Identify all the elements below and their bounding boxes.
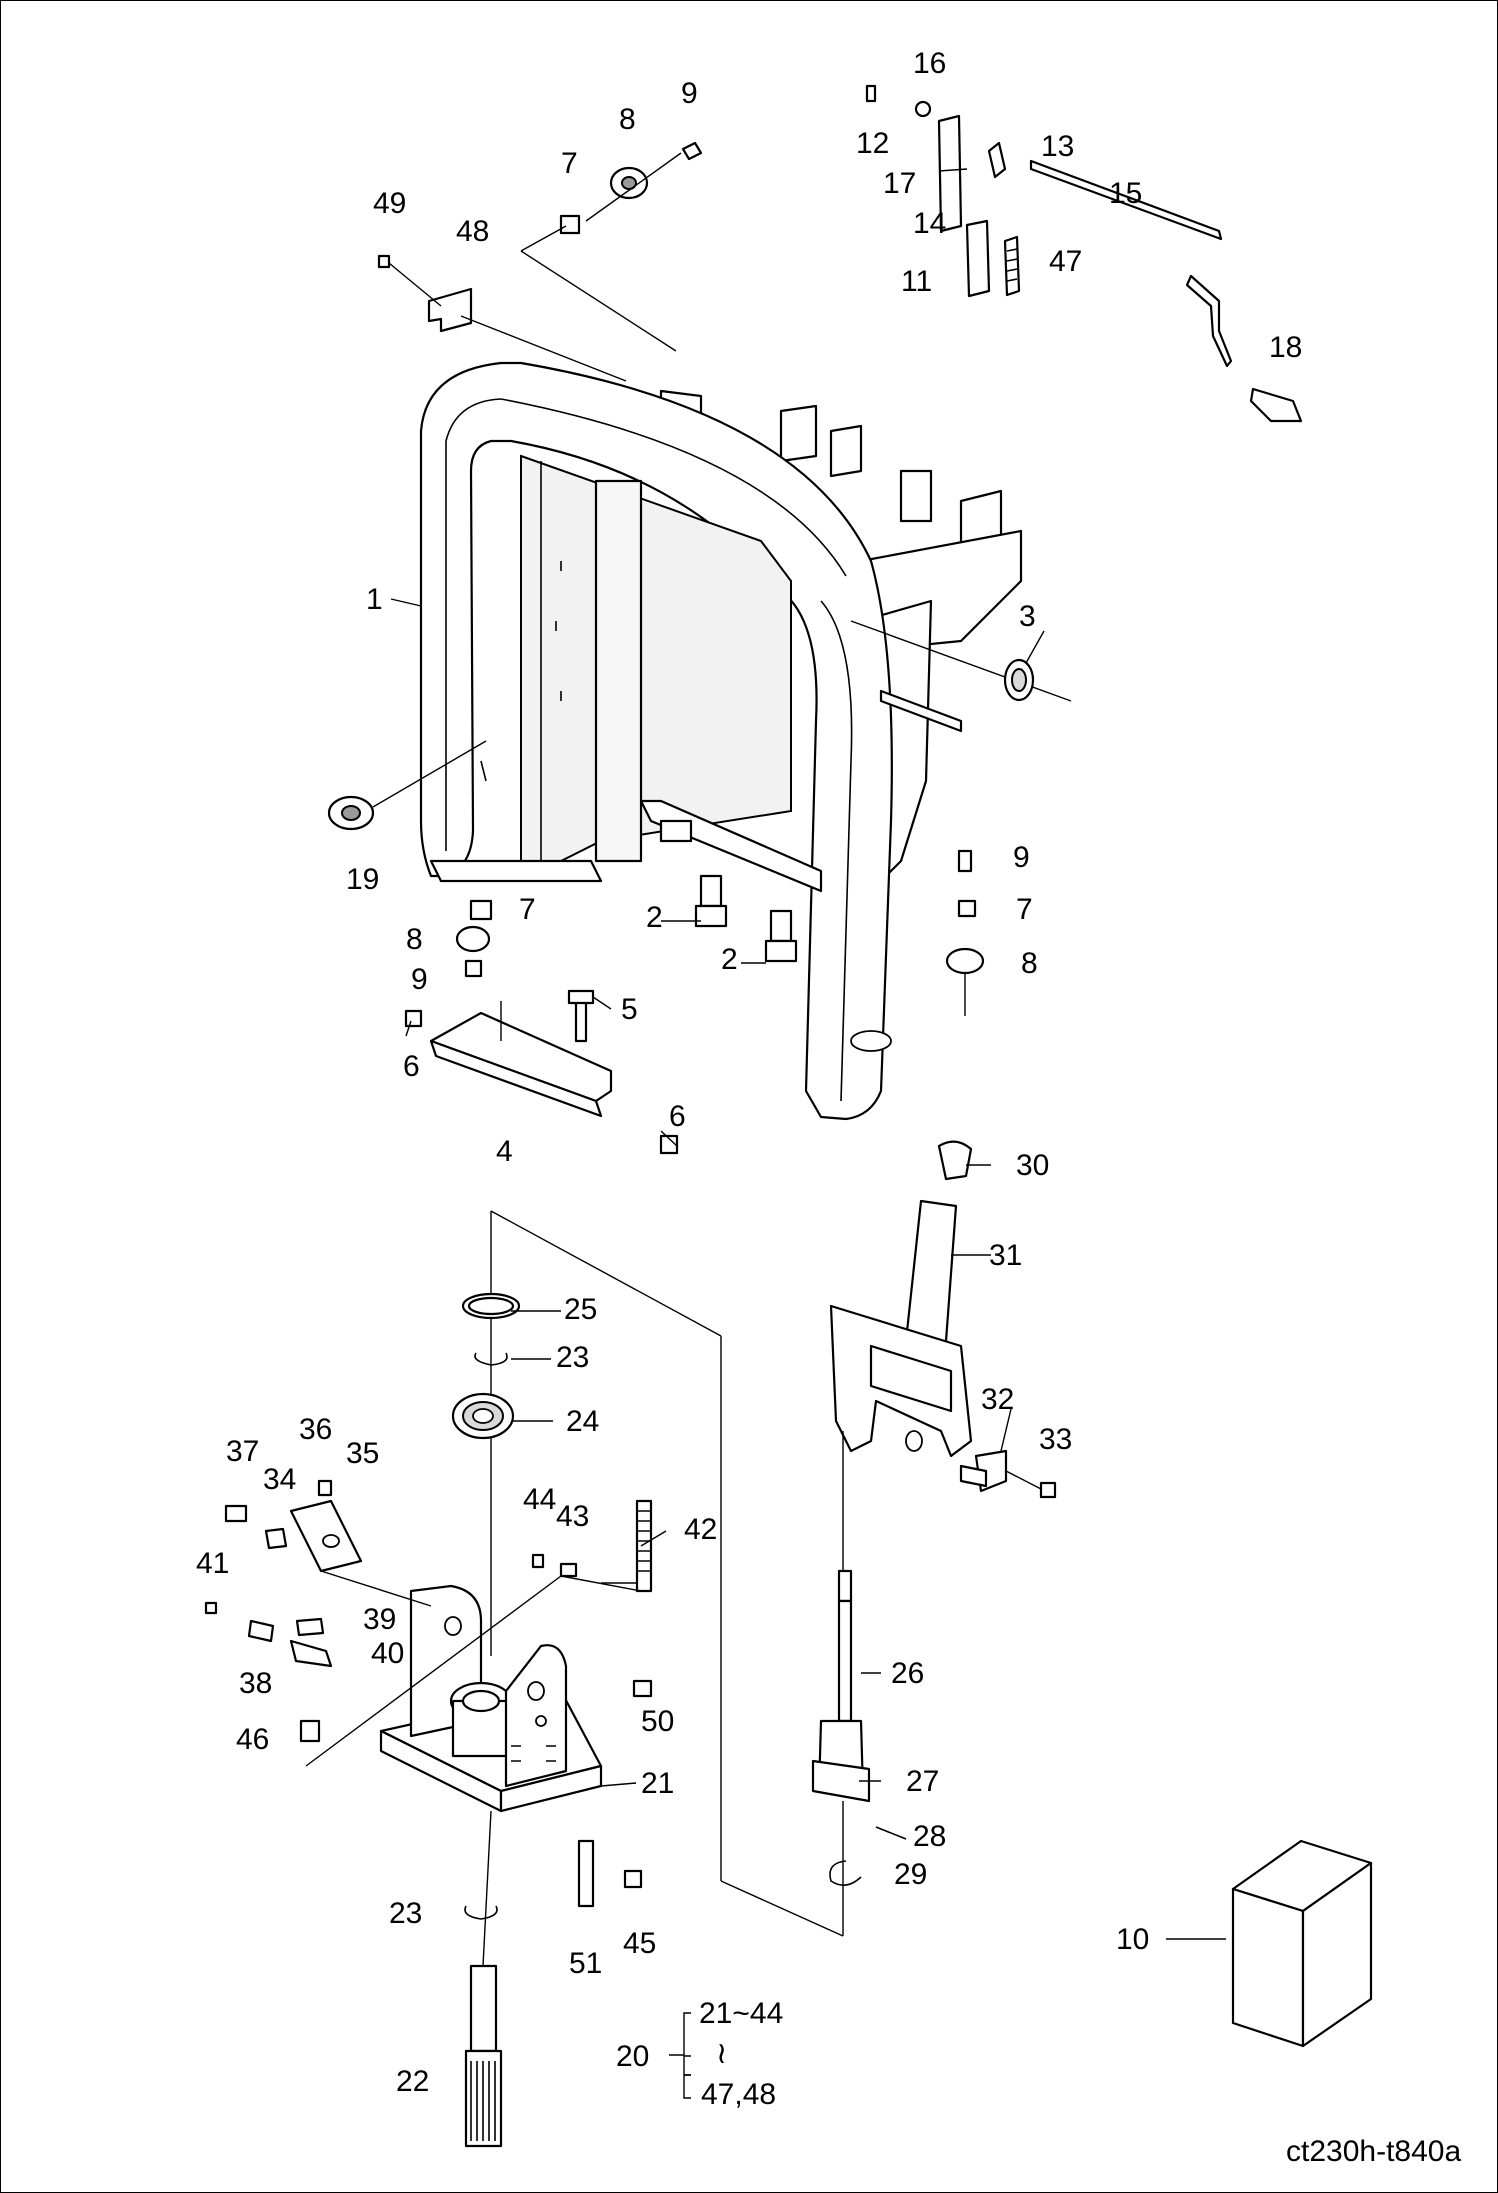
callout-51: 51 [569, 1947, 602, 1980]
callout-41: 41 [196, 1547, 229, 1580]
plate-4 [404, 989, 679, 1155]
callout-39: 39 [363, 1603, 396, 1636]
lower-shaft-assembly [811, 1431, 907, 1936]
steering-column [829, 1140, 973, 1458]
callout-42: 42 [684, 1513, 717, 1546]
callout-2: 2 [646, 901, 663, 934]
callout-38: 38 [239, 1667, 272, 1700]
drawing-code: ct230h-t840a [1286, 2135, 1461, 2168]
callout-8: 8 [406, 923, 423, 956]
callout-25: 25 [564, 1293, 597, 1326]
callout-33: 33 [1039, 1423, 1072, 1456]
assembly-range-a: 21~44 [699, 1997, 783, 2030]
callout-7: 7 [519, 893, 536, 926]
left-mount-parts [455, 899, 493, 978]
callout-27: 27 [906, 1765, 939, 1798]
part-3-gear [1003, 658, 1035, 702]
callout-28: 28 [913, 1820, 946, 1853]
assembly-range-b: 47,48 [701, 2078, 776, 2111]
callout-13: 13 [1041, 130, 1074, 163]
callout-labels: 1 2 2 3 4 5 6 6 7 7 7 8 8 8 9 9 9 10 11 … [196, 47, 1461, 2168]
callout-48: 48 [456, 215, 489, 248]
callout-44: 44 [523, 1483, 556, 1516]
small-hardware [204, 1479, 653, 1908]
callout-14: 14 [913, 207, 946, 240]
callout-2: 2 [721, 943, 738, 976]
callout-20: 20 [616, 2040, 649, 2073]
callout-31: 31 [989, 1239, 1022, 1272]
callout-10: 10 [1116, 1923, 1149, 1956]
callout-7: 7 [1016, 893, 1033, 926]
callout-8: 8 [619, 103, 636, 136]
callout-26: 26 [891, 1657, 924, 1690]
top-mount-parts [377, 141, 703, 382]
callout-5: 5 [621, 993, 638, 1026]
callout-36: 36 [299, 1413, 332, 1446]
callout-23: 23 [556, 1341, 589, 1374]
callout-45: 45 [623, 1927, 656, 1960]
callout-24: 24 [566, 1405, 599, 1438]
callout-16: 16 [913, 47, 946, 80]
callout-12: 12 [856, 127, 889, 160]
assembly-note-bracket [669, 2012, 691, 2099]
callout-22: 22 [396, 2065, 429, 2098]
bolts-2 [694, 874, 798, 963]
callout-9: 9 [681, 77, 698, 110]
callout-49: 49 [373, 187, 406, 220]
callout-30: 30 [1016, 1149, 1049, 1182]
callout-4: 4 [496, 1135, 513, 1168]
callout-40: 40 [371, 1637, 404, 1670]
callout-6: 6 [403, 1050, 420, 1083]
callout-11: 11 [901, 265, 932, 298]
callout-37: 37 [226, 1435, 259, 1468]
callout-32: 32 [981, 1383, 1014, 1416]
callout-35: 35 [346, 1437, 379, 1470]
linkage-group [865, 84, 1303, 423]
right-mount-parts [945, 849, 985, 1016]
callout-21: 21 [641, 1767, 674, 1800]
steering-frame [419, 361, 1072, 1121]
callout-34: 34 [263, 1463, 296, 1496]
callout-47: 47 [1049, 245, 1082, 278]
callout-8: 8 [1021, 947, 1038, 980]
bracket-32 [959, 1449, 1057, 1499]
callout-9: 9 [411, 963, 428, 996]
callout-17: 17 [883, 167, 916, 200]
assembly-range-separator: ≀ [716, 2037, 727, 2070]
part-10-package-box [1166, 1839, 1373, 2048]
callout-9: 9 [1013, 841, 1030, 874]
callout-1: 1 [366, 583, 383, 616]
callout-29: 29 [894, 1858, 927, 1891]
callout-3: 3 [1019, 600, 1036, 633]
callout-18: 18 [1269, 331, 1302, 364]
callout-15: 15 [1109, 177, 1142, 210]
callout-46: 46 [236, 1723, 269, 1756]
callout-7: 7 [561, 147, 578, 180]
callout-23: 23 [389, 1897, 422, 1930]
callout-19: 19 [346, 863, 379, 896]
part-19-grommet [327, 740, 487, 831]
callout-6: 6 [669, 1100, 686, 1133]
callout-43: 43 [556, 1500, 589, 1533]
leader-lines [390, 598, 1045, 1787]
callout-50: 50 [641, 1705, 674, 1738]
